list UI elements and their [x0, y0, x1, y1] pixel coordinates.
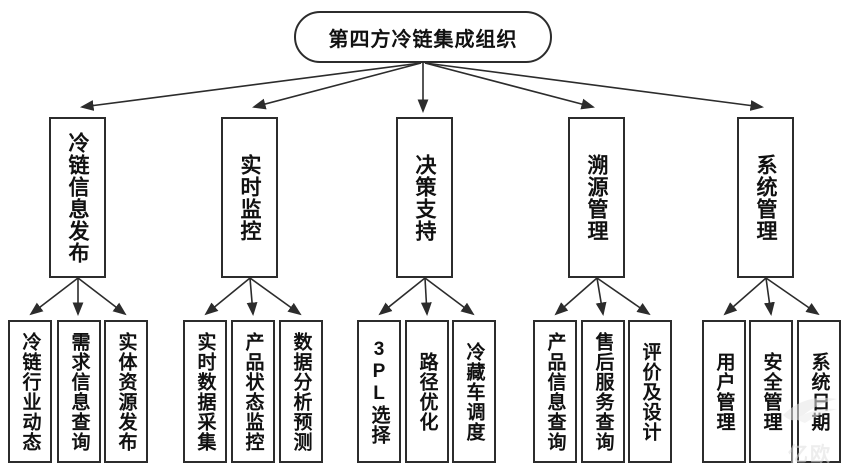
leaf-label: 冷链行业动态 — [19, 331, 41, 452]
leaf-3pl-selection: 3PL选择 — [357, 320, 401, 463]
leaf-data-analysis-forecast: 数据分析预测 — [279, 320, 323, 463]
leaf-user-management: 用户管理 — [702, 320, 746, 463]
leaf-label: 产品状态监控 — [242, 331, 264, 452]
branch-decision-support: 决策支持 — [396, 117, 453, 278]
branch-realtime-monitoring: 实时监控 — [221, 117, 278, 278]
leaf-label: 需求信息查询 — [68, 331, 90, 452]
root-label: 第四方冷链集成组织 — [328, 28, 518, 51]
branch-label: 冷链信息发布 — [66, 131, 89, 264]
leaf-physical-resource-release: 实体资源发布 — [104, 320, 148, 463]
leaf-realtime-data-collection: 实时数据采集 — [183, 320, 227, 463]
branch-traceability-management: 溯源管理 — [568, 117, 625, 278]
leaf-label: 系统日期 — [808, 351, 830, 432]
leaf-industry-trends: 冷链行业动态 — [8, 320, 52, 463]
leaf-after-sales-service-query: 售后服务查询 — [581, 320, 625, 463]
leaf-label: 安全管理 — [760, 351, 782, 432]
branch-label: 系统管理 — [754, 153, 777, 242]
leaf-label: 实体资源发布 — [115, 331, 137, 452]
leaf-label: 用户管理 — [713, 351, 735, 432]
leaf-route-optimization: 路径优化 — [405, 320, 449, 463]
leaf-label: 3PL选择 — [368, 338, 390, 445]
leaf-system-date: 系统日期 — [797, 320, 841, 463]
leaf-demand-info-query: 需求信息查询 — [57, 320, 101, 463]
leaf-reefer-truck-dispatch: 冷藏车调度 — [452, 320, 496, 463]
leaf-product-info-query: 产品信息查询 — [533, 320, 577, 463]
leaf-label: 评价及设计 — [639, 341, 661, 442]
leaf-security-management: 安全管理 — [749, 320, 793, 463]
branch-cold-chain-info-release: 冷链信息发布 — [49, 117, 106, 278]
branch-label: 溯源管理 — [585, 153, 608, 242]
leaf-product-status-monitoring: 产品状态监控 — [231, 320, 275, 463]
branch-system-management: 系统管理 — [737, 117, 794, 278]
leaf-label: 路径优化 — [416, 351, 438, 432]
leaf-label: 数据分析预测 — [290, 331, 312, 452]
leaf-label: 售后服务查询 — [592, 331, 614, 452]
root-node: 第四方冷链集成组织 — [294, 11, 552, 63]
leaf-label: 产品信息查询 — [544, 331, 566, 452]
branch-label: 决策支持 — [413, 153, 436, 242]
branch-label: 实时监控 — [238, 153, 261, 242]
leaf-label: 冷藏车调度 — [463, 341, 485, 442]
leaf-evaluation-and-design: 评价及设计 — [628, 320, 672, 463]
leaf-label: 实时数据采集 — [194, 331, 216, 452]
